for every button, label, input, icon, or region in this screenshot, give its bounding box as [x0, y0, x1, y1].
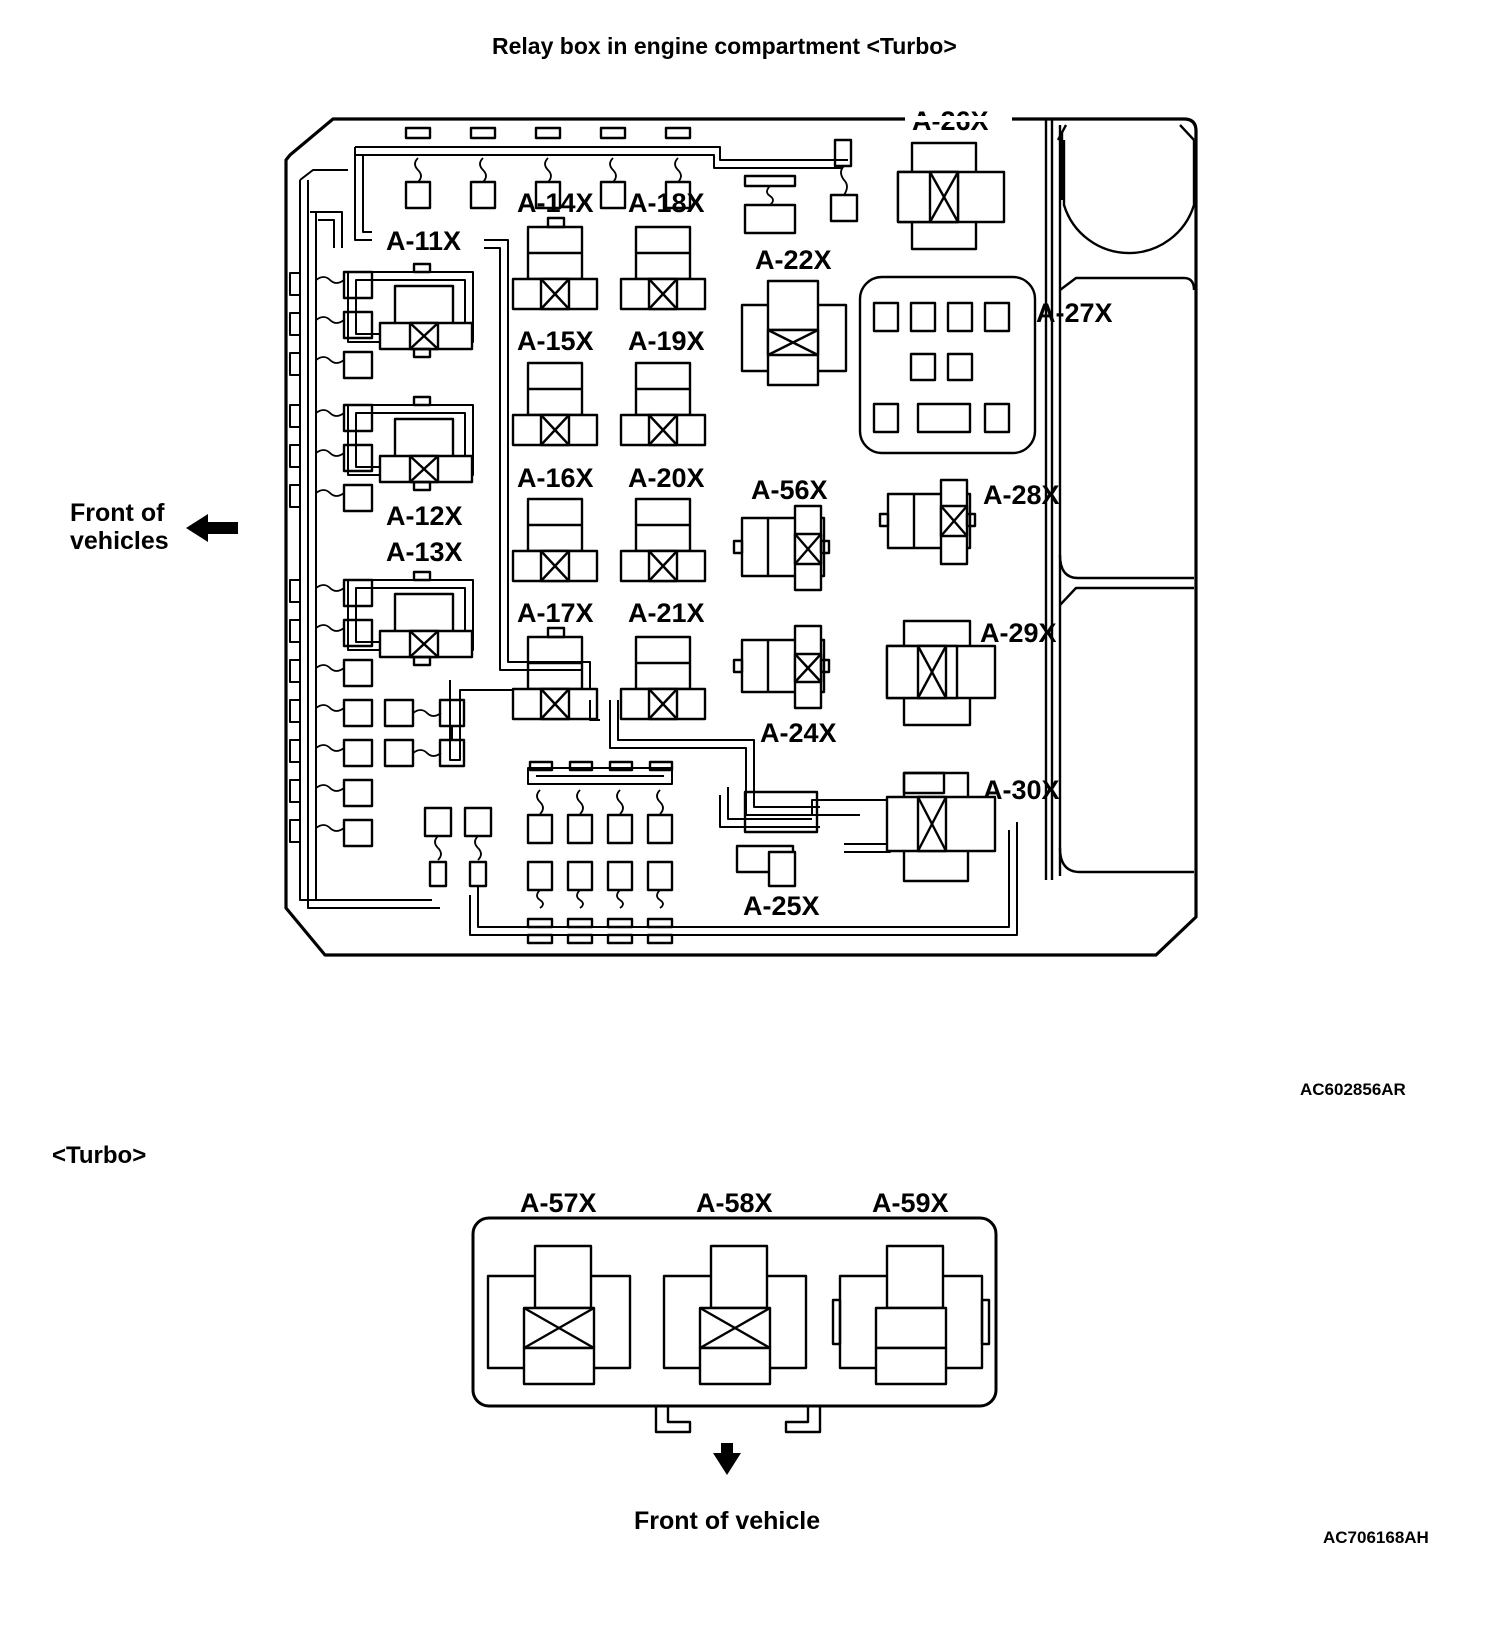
relay-a58: [662, 1244, 808, 1386]
relay-label-a19: A-19X: [628, 326, 705, 356]
relay-label-a15: A-15X: [517, 326, 594, 356]
relay-label-a21: A-21X: [628, 598, 705, 628]
relay-label-a20: A-20X: [628, 463, 705, 493]
relay-label-a11: A-11X: [386, 226, 462, 256]
bottom-fuses: [526, 700, 674, 945]
diagram-code-2: AC706168AH: [1323, 1528, 1429, 1547]
relay-a17: [511, 626, 599, 721]
relay-label-a22: A-22X: [755, 245, 832, 275]
relay-a12: [347, 395, 474, 492]
relay-label-a57: A-57X: [520, 1188, 597, 1218]
relay-a29: [885, 619, 997, 727]
relay-label-a58: A-58X: [696, 1188, 773, 1218]
relay-label-a14: A-14X: [517, 188, 594, 218]
relay-label-a13: A-13X: [386, 537, 463, 567]
relay-a14: [511, 216, 599, 311]
diagram-title: Relay box in engine compartment <Turbo>: [492, 33, 957, 59]
right-compartment: [1044, 119, 1196, 880]
relay-a27: [858, 275, 1037, 455]
relay-a15: [511, 361, 599, 447]
front-arrow-down: [713, 1443, 741, 1475]
diagram-code-1: AC602856AR: [1300, 1080, 1406, 1099]
relay-a25: [735, 790, 860, 888]
relay-label-a56: A-56X: [751, 475, 828, 505]
front-of-vehicle-label: Front of vehicle: [634, 1507, 821, 1535]
relay-a57: [486, 1244, 632, 1386]
relay-a28: [878, 478, 977, 566]
relay-label-a12: A-12X: [386, 501, 463, 531]
relay-a13: [347, 570, 474, 667]
relay-a22: [740, 279, 848, 387]
top-fuses: [404, 126, 859, 235]
relay-label-a24: A-24X: [760, 718, 837, 748]
relay-a19: [619, 361, 707, 447]
relay-a11: [347, 262, 474, 359]
relay-a24: [732, 624, 831, 710]
relay-a59: [831, 1244, 991, 1386]
front-arrow-left: [186, 514, 238, 542]
relay-label-a16: A-16X: [517, 463, 594, 493]
left-fuses: [315, 270, 590, 888]
front-label-line2: vehicles: [70, 527, 169, 555]
relay-label-a29: A-29X: [980, 618, 1057, 648]
relay-label-a59: A-59X: [872, 1188, 949, 1218]
front-label-line1: Front of: [70, 499, 165, 527]
relay-a21: [619, 635, 707, 721]
relay-a30: [885, 771, 997, 883]
relay-a56: [732, 504, 831, 592]
relay-box-outline: [284, 117, 1198, 957]
relay-a20: [619, 497, 707, 583]
relay-label-a27: A-27X: [1036, 298, 1113, 328]
relay-a18: [619, 225, 707, 311]
relay-label-a17: A-17X: [517, 598, 594, 628]
turbo-title: <Turbo>: [52, 1142, 147, 1169]
turbo-relay-housing: [471, 1216, 998, 1434]
relay-a16: [511, 497, 599, 583]
relay-a26: [896, 141, 1006, 251]
relay-label-a25: A-25X: [743, 891, 820, 921]
left-connector-pins: [289, 272, 301, 843]
